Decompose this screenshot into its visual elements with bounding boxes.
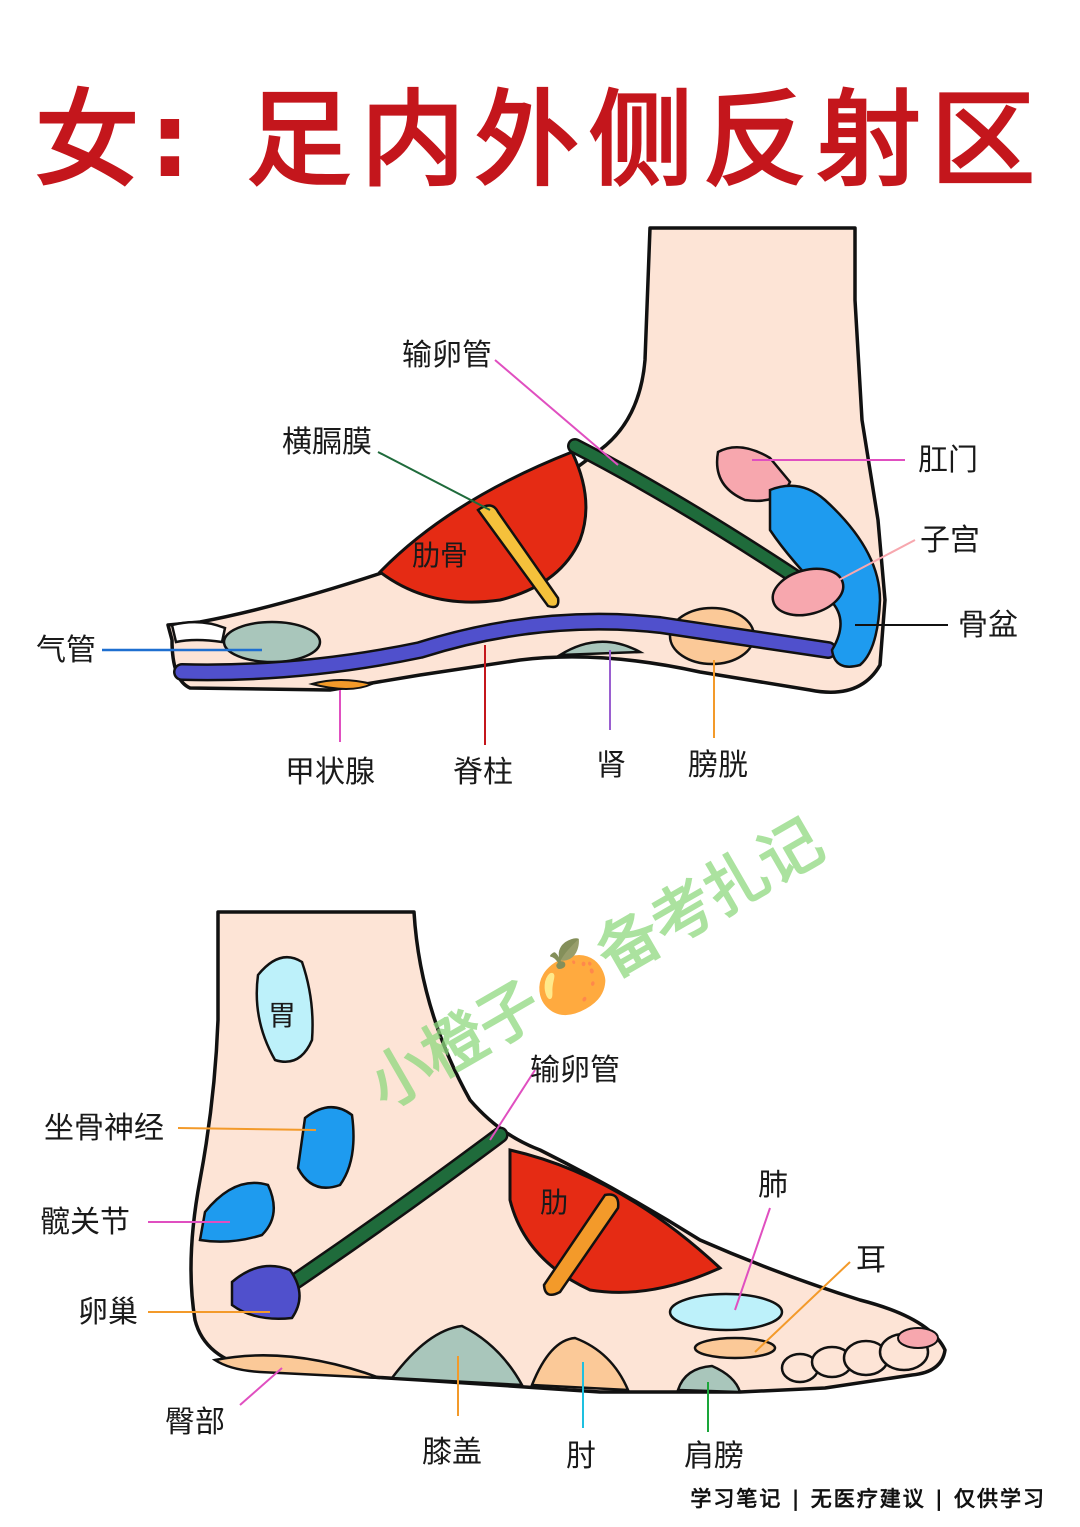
footer-disclaimer: 学习笔记 | 无医疗建议 | 仅供学习: [690, 1487, 1046, 1511]
label-anus: 肛门: [918, 443, 978, 478]
label-diaphragm: 横膈膜: [282, 425, 372, 460]
ovary-zone: [230, 1264, 301, 1320]
label-shoulder: 肩膀: [684, 1439, 744, 1474]
thyroid-zone: [308, 679, 376, 690]
knee-zone: [389, 1324, 525, 1387]
stomach-zone: [255, 956, 314, 1063]
label-lung: 肺: [758, 1168, 788, 1203]
label-fallopian-tube-bottom: 输卵管: [530, 1053, 620, 1088]
big-toe-nail: [170, 620, 227, 644]
label-sciatic-nerve: 坐骨神经: [44, 1111, 164, 1146]
stomach-label: 胃: [268, 999, 296, 1032]
label-uterus: 子宫: [920, 523, 980, 558]
ear-zone: [693, 1336, 777, 1360]
label-ear: 耳: [856, 1243, 886, 1278]
lung-zone: [668, 1292, 784, 1332]
diaphragm-zone: [476, 504, 560, 609]
label-fallopian-tube-top: 输卵管: [402, 338, 492, 373]
outer-foot-outline: [189, 910, 947, 1394]
label-hip-joint: 髋关节: [40, 1205, 130, 1240]
label-ovary: 卵巢: [78, 1295, 138, 1330]
shoulder-zone: [676, 1364, 742, 1394]
label-spine: 脊柱: [453, 755, 513, 790]
label-knee: 膝盖: [422, 1435, 482, 1470]
ribs-band-bottom: [542, 1193, 620, 1297]
buttocks-zone: [211, 1354, 381, 1380]
label-bladder: 膀胱: [688, 748, 748, 783]
label-kidney: 肾: [596, 748, 626, 783]
label-pelvis: 骨盆: [958, 608, 1018, 643]
label-elbow: 肘: [566, 1439, 596, 1474]
toe-nail: [897, 1327, 939, 1349]
page-title: 女: 足内外侧反射区: [35, 79, 1045, 201]
sciatic-nerve-zone: [296, 1106, 355, 1189]
label-buttocks: 臀部: [165, 1405, 225, 1440]
hip-joint-zone: [198, 1181, 275, 1243]
elbow-zone: [530, 1336, 630, 1392]
uterus-zone: [771, 567, 845, 617]
label-thyroid: 甲状腺: [285, 755, 375, 790]
label-trachea: 气管: [36, 633, 96, 668]
ribs-label-bottom: 肋: [540, 1186, 568, 1219]
kidney-zone: [555, 640, 645, 657]
ribs-label: 肋骨: [412, 539, 468, 572]
